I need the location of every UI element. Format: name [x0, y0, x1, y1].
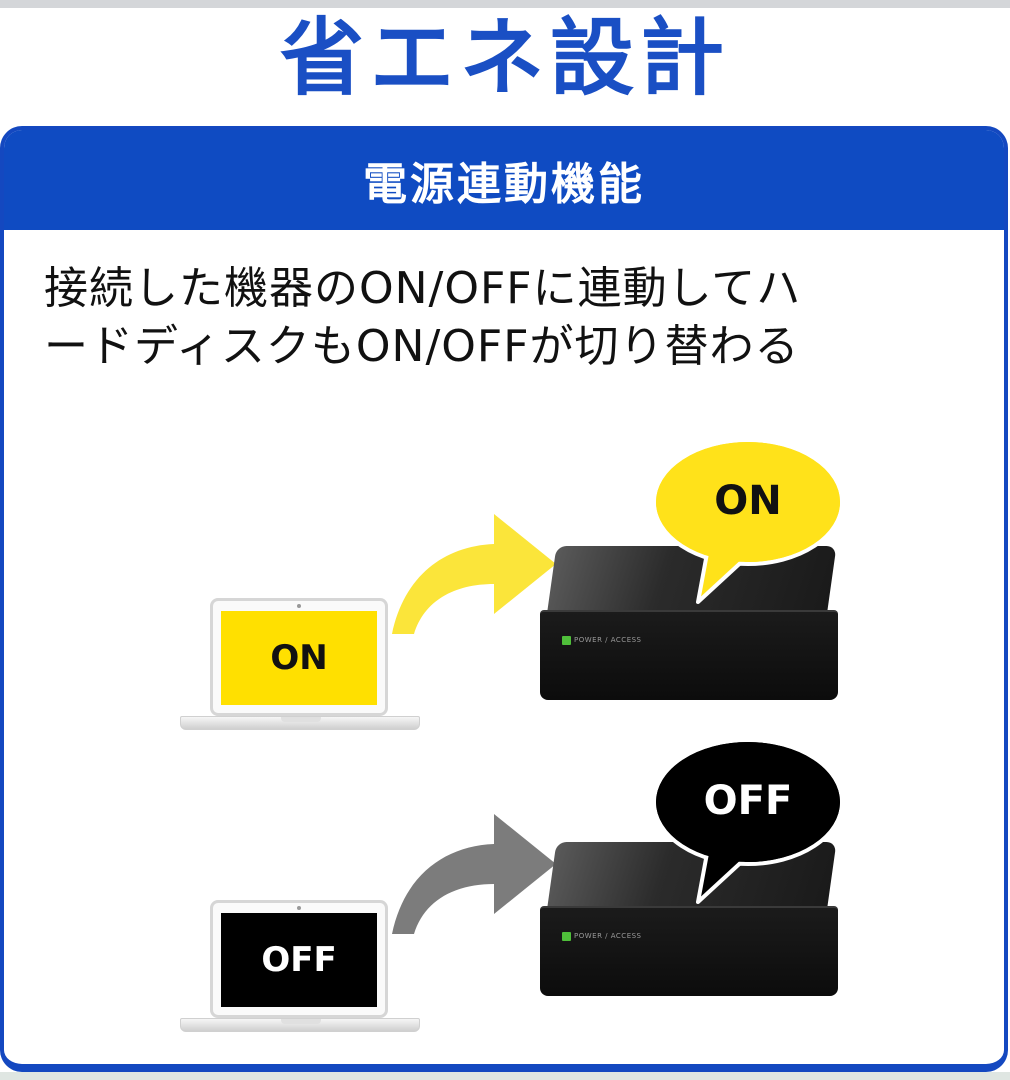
- card-header-title: 電源連動機能: [363, 159, 645, 210]
- bubble-off-text: OFF: [703, 778, 793, 824]
- scene-on: ON POWER / ACCESS ON: [4, 130, 1004, 1064]
- laptop-base: [180, 1018, 420, 1032]
- bubble-on-text: ON: [714, 478, 782, 524]
- laptop-on: ON: [180, 598, 420, 732]
- laptop-screen-text: ON: [270, 638, 328, 678]
- power-led-icon: [562, 932, 571, 941]
- hdd-off: POWER / ACCESS: [540, 842, 840, 996]
- bubble-on: ON: [648, 436, 848, 566]
- laptop-lid: ON: [210, 598, 388, 716]
- hdd-front: POWER / ACCESS: [540, 610, 838, 700]
- speech-bubble-off-icon: [652, 738, 844, 904]
- power-led-icon: [562, 636, 571, 645]
- camera-icon: [297, 906, 301, 910]
- laptop-screen-text: OFF: [261, 940, 337, 980]
- hdd-front: POWER / ACCESS: [540, 906, 838, 996]
- description-line-2: ードディスクもON/OFFが切り替わる: [44, 321, 800, 372]
- page-title: 省エネ設計: [279, 9, 730, 107]
- camera-icon: [297, 604, 301, 608]
- curved-arrow-icon: [392, 514, 556, 634]
- bubble-off: OFF: [648, 736, 848, 866]
- laptop-off: OFF: [180, 900, 420, 1034]
- curved-arrow-icon: [392, 814, 556, 934]
- laptop-notch: [281, 1019, 321, 1024]
- description-line-1: 接続した機器のON/OFFに連動してハ: [44, 263, 802, 314]
- card-header: 電源連動機能: [4, 130, 1004, 230]
- laptop-screen-on: ON: [221, 611, 377, 705]
- speech-bubble-on-icon: [652, 438, 844, 604]
- laptop-notch: [281, 717, 321, 722]
- laptop-lid: OFF: [210, 900, 388, 1018]
- feature-description: 接続した機器のON/OFFに連動してハ ードディスクもON/OFFが切り替わる: [44, 260, 984, 376]
- feature-card: 電源連動機能 接続した機器のON/OFFに連動してハ ードディスクもON/OFF…: [0, 126, 1008, 1072]
- bottom-strip: [0, 1072, 1010, 1080]
- laptop-screen-off: OFF: [221, 913, 377, 1007]
- scene-off: OFF POWER / ACCESS OFF: [4, 130, 1004, 1064]
- hdd-label: POWER / ACCESS: [574, 636, 642, 644]
- hdd-on: POWER / ACCESS: [540, 546, 840, 700]
- hdd-label: POWER / ACCESS: [574, 932, 642, 940]
- top-strip: [0, 0, 1010, 8]
- laptop-base: [180, 716, 420, 730]
